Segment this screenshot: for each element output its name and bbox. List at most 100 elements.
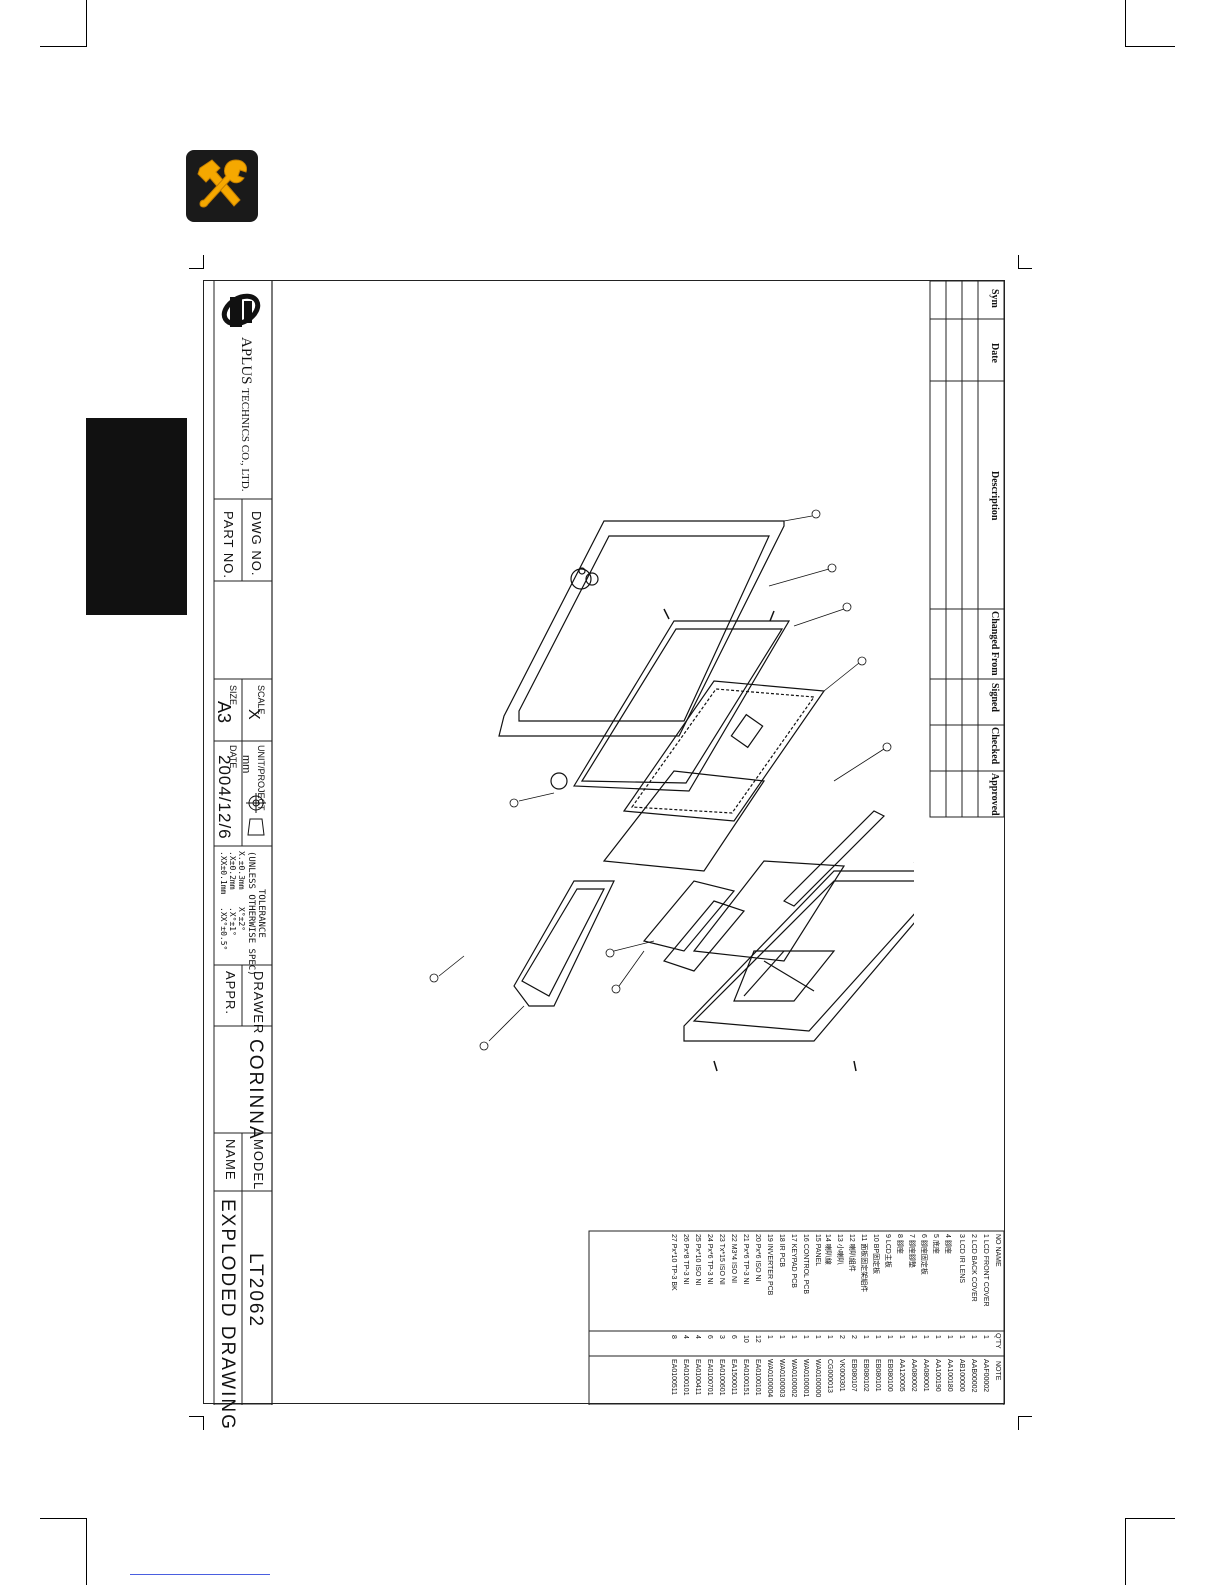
inverter-pcb [692,860,846,962]
bom-cell: 1 [886,1335,893,1339]
bom-cell: AB100000 [958,1359,965,1392]
company-suffix: TECHNICS CO., LTD. [239,388,251,492]
bom-cell: 1 [958,1335,965,1339]
crop-mark [203,255,204,269]
name-label: NAME [223,1139,238,1181]
sheet-lines [213,281,1005,1405]
bom-cell: 21 Px*6 TP-3 NI [742,1234,749,1285]
rev-header: Checked [989,727,1000,765]
tolerance-value: .XX±0.1mm [219,851,228,895]
scale-value: X [245,709,262,720]
drawing-name: EXPLODED DRAWING [217,1199,238,1431]
ir-pcb [662,900,746,972]
bom-cell: EA0100511 [670,1359,677,1396]
rev-header: Description [989,471,1000,521]
bom-cell: 6 腳座固定板 [920,1234,927,1275]
tolerance-value: X°±2° [237,907,246,932]
drawer-label: DRAWER [251,971,266,1035]
bom-cell: EA0100101 [682,1359,689,1396]
bom-cell: 15 PANEL [814,1234,821,1267]
crop-mark [40,1518,87,1519]
bom-cell: 1 [970,1335,977,1339]
bom-cell: CG000013 [826,1359,833,1393]
bom-cell: 23 Tx*15 ISO NI [718,1234,725,1285]
rev-header: Changed From [989,611,1000,676]
keypad-pcb [642,880,736,952]
front-cover [498,520,785,737]
bom-cell: 4 [682,1335,689,1339]
bom-cell: 24 Px*6 TP-3 NI [706,1234,713,1285]
rev-header: Signed [989,683,1000,712]
bom-cell: 8 腳座 [896,1234,903,1254]
crop-mark [40,46,87,47]
drawer-value: CORINNA [245,1039,266,1141]
lcd-panel [572,620,791,792]
bom-cell: 4 腳座 [944,1234,951,1254]
footer-link-underline[interactable] [130,1574,270,1575]
drawing-sheet: APLUS TECHNICS CO., LTD. DWG NO. PART NO… [203,280,1005,1431]
bom-cell: 5 底座 [932,1234,939,1254]
crop-mark [189,268,203,269]
bom-cell: 13 小喇叭 [836,1234,843,1265]
bom-cell: WA0100003 [778,1359,785,1398]
bom-cell: EA1500011 [730,1359,737,1396]
bom-cell: 26 Px*8 TP-3 NI [682,1234,689,1285]
bom-cell: 7 腳座腳墊 [908,1234,915,1268]
projection-symbol-icon [246,793,266,842]
bom-cell: 2 [850,1335,857,1339]
bom-cell: WA0100000 [814,1359,821,1398]
tolerance-note: (UNLESS OTHERWISE SPEC) [246,851,256,976]
bom-cell: AAF00002 [982,1359,989,1393]
bom-cell: 12 [754,1335,761,1343]
date-value: 2004/12/6 [215,755,234,840]
appr-label: APPR. [223,971,238,1016]
bom-cell: 11 面板固定架組件 [860,1234,867,1293]
bom-cell: 1 [766,1335,773,1339]
model-label: MODEL [251,1139,266,1191]
dwg-no-label: DWG NO. [249,511,264,577]
rev-header: Approved [989,773,1000,816]
tolerance-value: X.±0.3mm [237,851,246,890]
bom-cell: WA0100004 [766,1359,773,1398]
shield-plate [602,770,766,872]
bom-cell: 20 Px*6 ISO NI [754,1234,761,1282]
crop-mark [1018,1416,1032,1417]
tools-icon [186,150,258,222]
section-tab [86,418,187,615]
bom-cell: 1 [862,1335,869,1339]
tolerance-value: .X±0.2mm [228,851,237,890]
bom-cell: VK000301 [838,1359,845,1392]
bom-cell: EA0100601 [718,1359,725,1396]
model-value: LT2062 [245,1253,266,1329]
bom-cell: 4 [694,1335,701,1339]
tolerance-value: .XX°±0.5° [219,907,228,951]
bom-cell: AA080002 [910,1359,917,1392]
bom-cell: 1 [790,1335,797,1339]
crop-mark [1125,0,1126,47]
bom-cell: EB080107 [850,1359,857,1392]
bom-cell: WA0100002 [790,1359,797,1398]
crop-mark [1125,1518,1175,1519]
bom-cell: 1 [814,1335,821,1339]
back-cover [683,870,955,1042]
rev-header: Date [989,343,1000,363]
bom-cell: 27 Px*10 TP-3 BK [670,1234,677,1291]
crop-mark [1018,255,1019,269]
bom-cell: AA120005 [898,1359,905,1392]
crop-mark [1125,46,1175,47]
bom-cell: 2 [838,1335,845,1339]
bom-cell: 9 LCD主板 [884,1234,891,1268]
bom-cell: 1 [778,1335,785,1339]
bom-cell: 1 [826,1335,833,1339]
bom-cell: AA080001 [922,1359,929,1392]
bom-cell: AA100180 [946,1359,953,1392]
bom-cell: 8 [670,1335,677,1339]
bom-cell: 2 LCD BACK COVER [970,1234,977,1302]
bom-cell: AAB00002 [970,1359,977,1393]
bom-cell: WA0100001 [802,1359,809,1398]
crop-mark [1125,1518,1126,1585]
unit-value: mm [240,755,252,774]
bom-cell: 19 INVERTER PCB [766,1234,773,1296]
bom-cell: 1 [910,1335,917,1339]
